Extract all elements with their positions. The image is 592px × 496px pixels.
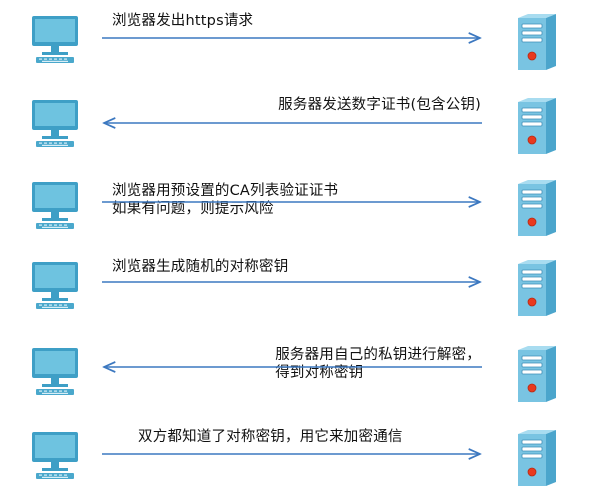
step-6-label: 双方都知道了对称密钥，用它来加密通信 (138, 428, 403, 446)
client-computer-icon (30, 430, 80, 480)
server-icon (512, 428, 562, 488)
step-row-1: 浏览器发出https请求 (0, 8, 592, 78)
server-icon (512, 258, 562, 318)
step-4-label: 浏览器生成随机的对称密钥 (112, 258, 288, 276)
step-1-label: 浏览器发出https请求 (112, 12, 253, 30)
step-5-line-1: 服务器用自己的私钥进行解密， (275, 347, 481, 363)
server-icon (512, 12, 562, 72)
step-3-line-1: 浏览器用预设置的CA列表验证证书 (112, 183, 339, 199)
arrow-to-server (102, 32, 484, 44)
step-4-line-1: 浏览器生成随机的对称密钥 (112, 259, 289, 275)
step-row-5: 服务器用自己的私钥进行解密， 得到对称密钥 (0, 340, 592, 410)
arrow-to-server (102, 276, 484, 288)
step-2-label: 服务器发送数字证书(包含公钥) (278, 96, 481, 114)
server-icon (512, 344, 562, 404)
step-row-2: 服务器发送数字证书(包含公钥) (0, 92, 592, 162)
step-3-line-2: 如果有问题，则提示风险 (112, 201, 274, 217)
step-5-line-2: 得到对称密钥 (275, 365, 364, 381)
step-3-label: 浏览器用预设置的CA列表验证证书 如果有问题，则提示风险 (112, 182, 338, 218)
client-computer-icon (30, 14, 80, 64)
client-computer-icon (30, 260, 80, 310)
client-computer-icon (30, 98, 80, 148)
step-row-6: 双方都知道了对称密钥，用它来加密通信 (0, 424, 592, 494)
client-computer-icon (30, 180, 80, 230)
step-row-4: 浏览器生成随机的对称密钥 (0, 254, 592, 324)
client-computer-icon (30, 346, 80, 396)
server-icon (512, 96, 562, 156)
step-row-3: 浏览器用预设置的CA列表验证证书 如果有问题，则提示风险 (0, 174, 592, 244)
arrow-to-server (102, 196, 484, 208)
step-5-label: 服务器用自己的私钥进行解密， 得到对称密钥 (275, 346, 481, 382)
arrow-to-client (100, 117, 482, 129)
step-2-line-1: 服务器发送数字证书(包含公钥) (278, 97, 481, 113)
step-6-line-1: 双方都知道了对称密钥，用它来加密通信 (138, 429, 403, 445)
arrow-to-server (102, 448, 484, 460)
server-icon (512, 178, 562, 238)
step-1-line-1: 浏览器发出https请求 (112, 13, 254, 29)
arrow-to-client (100, 361, 482, 373)
